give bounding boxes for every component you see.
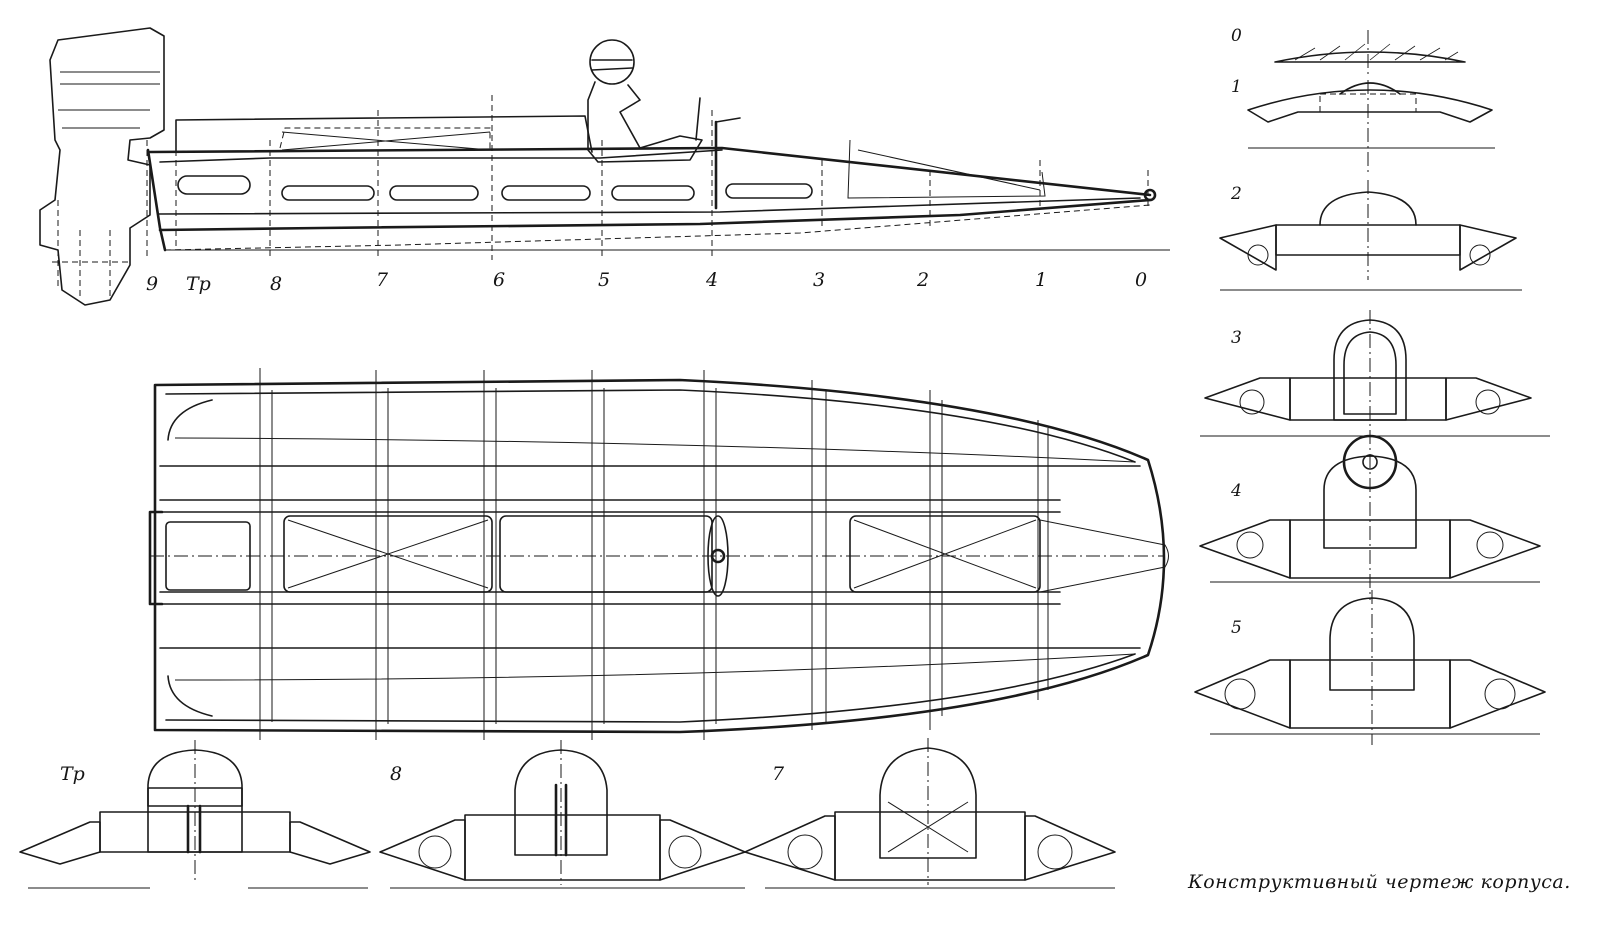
section-labels-bottom: Tр 8 7 [60,763,785,785]
station-label: 0 [1135,269,1147,291]
plan-outline [153,378,1166,734]
plan-frames [259,368,1049,740]
section-8 [379,740,746,889]
section-label: 3 [1231,328,1242,348]
section-2 [1219,180,1522,291]
section-label: 8 [390,763,402,785]
section-4 [1199,430,1541,600]
hull-sheer-line [148,146,1152,197]
bow-fitting [1143,188,1157,202]
hull-bottom-line [158,198,1152,232]
section-transom [19,740,371,889]
section-label: 2 [1230,184,1242,204]
section-labels-right: 0 1 2 3 4 5 [1230,26,1242,638]
hull-deck-line [159,149,723,163]
sections-right: 0 1 2 3 4 5 [1194,26,1550,745]
section-1 [1247,80,1495,175]
station-label: 8 [270,273,282,295]
section-label: 5 [1231,618,1242,638]
station-label: 1 [1035,269,1047,291]
station-label: 2 [916,269,929,291]
section-5 [1194,590,1546,745]
driver-figure [587,39,703,163]
lightening-holes [177,175,813,201]
side-station-labels: 9 Tр 8 7 6 5 4 3 2 1 0 [146,269,1147,295]
station-label: 5 [598,269,610,291]
station-label: 4 [705,269,718,291]
drawing-caption: Конструктивный чертеж корпуса. [1187,871,1571,893]
station-label: 7 [376,269,389,291]
section-label: 4 [1230,481,1242,501]
station-label: 9 [146,273,158,295]
outboard-motor [39,27,165,306]
station-label: 6 [493,269,505,291]
plan-view [148,368,1169,740]
section-3 [1200,310,1550,445]
section-label: 0 [1231,26,1242,46]
cockpit-coaming [175,115,593,153]
sections-bottom: Tр 8 7 [19,738,1116,889]
plan-steering-wheel [707,515,729,597]
station-lines [146,95,1149,260]
plan-transom [148,510,164,606]
side-elevation: 9 Tр 8 7 6 5 4 3 2 1 0 [39,27,1170,306]
station-label: Tр [186,273,211,295]
cockpit-hatches [165,515,1041,593]
transom [146,148,167,252]
section-label: Tр [60,763,85,785]
section-label: 7 [772,763,785,785]
section-0 [1274,30,1466,75]
section-label: 1 [1231,77,1242,97]
station-label: 3 [813,269,825,291]
section-7 [744,738,1116,889]
